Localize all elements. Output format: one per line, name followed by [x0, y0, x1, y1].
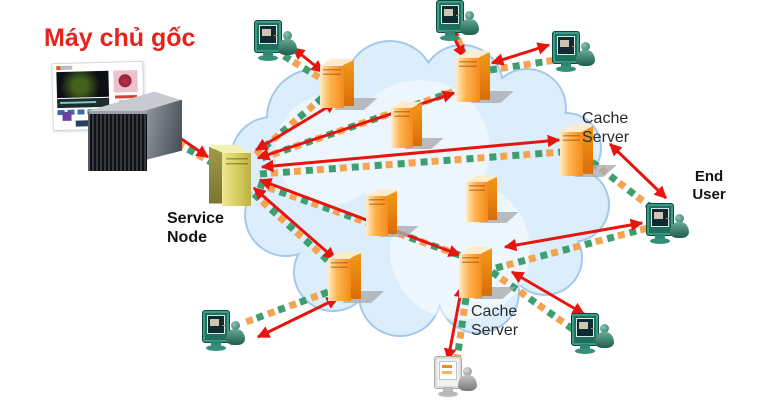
internal-server-2-icon [456, 50, 515, 104]
server-top-face [209, 144, 251, 154]
rack-side-face [143, 99, 182, 161]
cache-server-right-icon [560, 124, 617, 178]
person-icon [457, 367, 479, 399]
user-top-left-workstation-icon [254, 20, 298, 68]
user-bottom-right-workstation-icon [571, 313, 615, 361]
server-rack-icon [84, 90, 182, 172]
internal-server-5-icon [466, 175, 519, 224]
user-top-workstation-icon [436, 0, 480, 48]
red-arrows [166, 26, 668, 362]
server-front-face [222, 153, 252, 206]
cache-server-bottom-label: Cache Server [471, 303, 519, 340]
person-icon [669, 214, 691, 246]
person-icon [594, 324, 616, 356]
origin-server-title: Máy chủ gốc [44, 24, 196, 52]
user-bottom-left-workstation-icon [202, 310, 246, 358]
person-icon [225, 321, 247, 353]
service-node-server-icon [209, 144, 252, 206]
cache-server-bottom-icon [459, 246, 516, 300]
end-user-workstation-icon [646, 203, 690, 251]
webpage-logo [56, 65, 73, 71]
end-user-label: End User [692, 168, 726, 203]
internal-server-4-icon [366, 189, 419, 238]
person-icon [277, 31, 299, 63]
person-icon [575, 42, 597, 74]
rack-front-face [87, 110, 147, 172]
person-icon [459, 11, 481, 43]
tablet-user-icon [434, 356, 478, 404]
server-side-face [209, 146, 223, 204]
webpage-tile [62, 111, 72, 121]
service-node-label: Service Node [167, 210, 224, 247]
internal-server-3-icon [391, 101, 444, 150]
internal-server-6-icon [328, 251, 385, 303]
internal-server-1-icon [320, 58, 378, 110]
user-right-workstation-icon [552, 31, 596, 79]
cache-server-right-label: Cache Server [582, 110, 630, 147]
